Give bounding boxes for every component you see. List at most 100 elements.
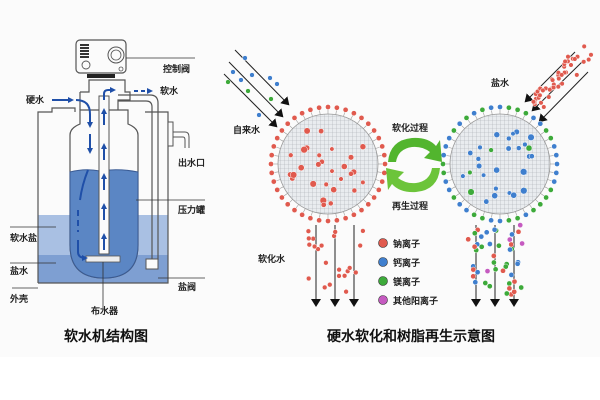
sodium-ion: [284, 201, 291, 208]
magnesium-ion: [463, 115, 470, 121]
sodium-ion: [515, 228, 522, 235]
calcium-ion: [507, 246, 513, 253]
sodium-ion: [316, 152, 322, 158]
sodium-ion: [559, 72, 565, 78]
sodium-ion: [541, 104, 547, 110]
sodium-ion: [341, 273, 348, 279]
calcium-ion: [463, 207, 470, 213]
calcium-ion: [238, 77, 244, 83]
legend-label: 镁离子: [393, 276, 420, 288]
resin-bead-regeneration: [449, 113, 551, 215]
calcium-ion: [509, 231, 515, 238]
calcium-ion: [551, 178, 558, 185]
leader-lines: [10, 57, 205, 289]
sodium-ion: [330, 186, 338, 194]
label-brine-valve: 盐阀: [178, 281, 196, 293]
sodium-ion: [336, 267, 342, 273]
ion-exchange-diagram: 软化过程 再生过程 自来水 盐水 软化水 钠离子 钙离子: [223, 43, 594, 345]
sodium-ion: [379, 178, 386, 185]
sodium-ion: [360, 179, 366, 185]
calcium-ion: [442, 178, 449, 185]
sodium-ion: [291, 207, 298, 213]
other-cation: [517, 222, 524, 228]
magnesium-ion: [482, 280, 489, 286]
sodium-ion: [305, 228, 312, 234]
legend-swatch-sodium: [378, 238, 388, 248]
sodium-ion: [299, 110, 305, 117]
sodium-ion: [322, 284, 328, 291]
calcium-ion: [456, 201, 463, 208]
sodium-ion: [311, 243, 318, 250]
calcium-ion: [472, 279, 479, 286]
sodium-ion: [581, 43, 587, 49]
label-pressure-tank: 压力罐: [178, 204, 205, 216]
sodium-ion: [334, 104, 340, 111]
waste-water-ions: [465, 222, 525, 298]
legend-swatch-calcium: [378, 257, 388, 267]
softened-water-ions: [305, 228, 366, 295]
outlet-pipe: [167, 121, 190, 148]
sodium-ion: [588, 52, 594, 58]
label-softened-water: 软化水: [258, 253, 286, 265]
sodium-ion: [299, 211, 305, 218]
sodium-ion: [540, 87, 546, 93]
calcium-ion: [493, 185, 499, 192]
sodium-ion: [341, 163, 348, 170]
label-soft-water: 软水: [160, 85, 179, 97]
calcium-ion: [476, 162, 483, 170]
resin-bead-softening: [277, 113, 379, 215]
sodium-ion: [565, 54, 571, 60]
calcium-ion: [497, 218, 503, 224]
sodium-ion: [268, 152, 275, 158]
sodium-ion: [546, 94, 552, 100]
calcium-ion: [519, 168, 528, 176]
sodium-ion: [334, 217, 340, 224]
magnesium-ion: [225, 79, 231, 85]
sodium-ion: [351, 211, 357, 218]
sodium-ion: [562, 58, 568, 65]
sodium-ion: [381, 170, 388, 176]
sodium-ion: [338, 176, 344, 182]
calcium-ion: [505, 145, 512, 152]
magnesium-ion: [506, 280, 513, 287]
legend-label: 钠离子: [393, 238, 420, 250]
sodium-ion: [359, 143, 367, 150]
sodium-ion: [332, 229, 338, 235]
calcium-ion: [483, 229, 490, 236]
sodium-ion: [270, 143, 277, 150]
ion-legend: 钠离子 钙离子 镁离子 其他阳离子: [378, 238, 438, 307]
sodium-ion: [506, 285, 513, 292]
sodium-ion: [323, 181, 329, 188]
sodium-ion: [306, 275, 312, 282]
sodium-ion: [316, 104, 322, 111]
calcium-ion: [442, 143, 449, 150]
magnesium-ion: [543, 194, 549, 201]
sodium-ion: [375, 135, 382, 141]
magnesium-ion: [514, 215, 521, 222]
sodium-ion: [365, 120, 372, 127]
magnesium-ion: [245, 88, 251, 94]
magnesium-ion: [440, 161, 446, 167]
magnesium-ion: [506, 104, 512, 111]
label-regeneration-process: 再生过程: [392, 200, 428, 212]
knob-icon: [107, 46, 125, 64]
tap-water-ions: [225, 55, 280, 118]
calcium-ion: [510, 131, 516, 137]
sodium-ion: [358, 115, 365, 121]
sodium-ion: [329, 168, 335, 174]
calcium-ion: [491, 192, 499, 200]
sodium-ion: [511, 278, 518, 285]
calcium-ion: [274, 81, 280, 87]
sodium-ion: [551, 84, 557, 91]
magnesium-ion: [491, 259, 497, 266]
sodium-ion: [470, 273, 477, 280]
sodium-ion: [274, 135, 281, 141]
sodium-ion: [556, 76, 562, 82]
magnesium-ion: [479, 106, 486, 113]
sodium-ion: [500, 267, 506, 274]
sodium-ion: [268, 161, 274, 167]
sodium-ion: [347, 154, 355, 161]
sodium-ion: [327, 282, 333, 288]
other-cation: [484, 268, 491, 274]
calcium-ion: [523, 211, 529, 218]
